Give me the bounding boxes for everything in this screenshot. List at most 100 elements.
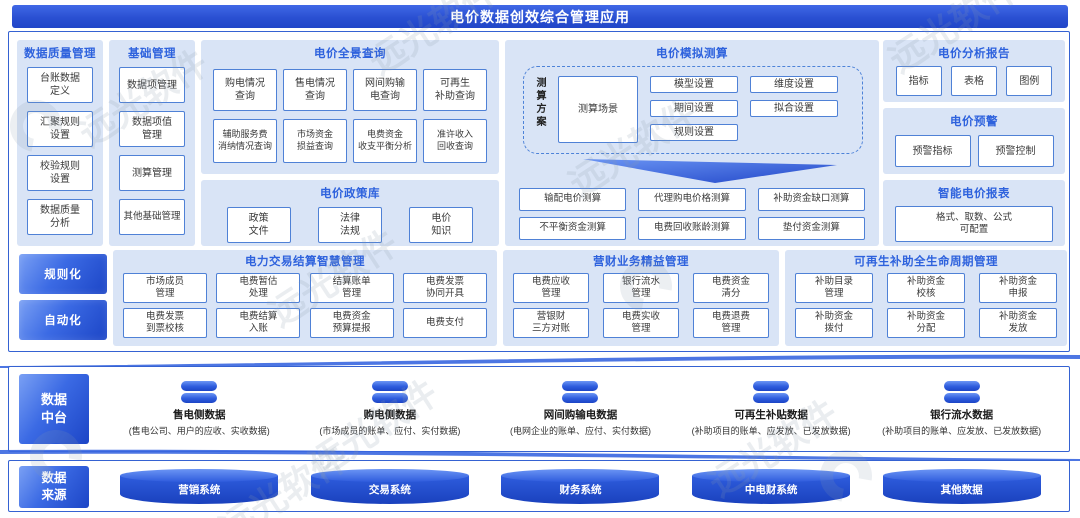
panorama-query-row-2: 辅助服务费 消纳情况查询 市场资金 损益查询 电费资金 收支平衡分析 准许收入 … [201,119,499,163]
panorama-query-item: 辅助服务费 消纳情况查询 [213,119,277,163]
database-icon [562,381,599,403]
down-arrow-icon [583,159,837,183]
finance-lean-item: 电费实收 管理 [603,308,679,338]
trade-settlement-item: 电费结算 入账 [216,308,301,338]
policy-library-item: 法律 法规 [317,207,382,243]
tag-automated: 自动化 [19,300,107,340]
base-management-items: 数据项管理 数据项值 管理 测算管理 其他基础管理 [109,61,195,235]
analysis-report-item: 指标 [895,66,942,96]
finance-lean-item: 营银财 三方对账 [513,308,589,338]
panel-analysis-report: 电价分析报告 指标 表格 图例 [883,40,1065,102]
database-icon [943,381,980,403]
panel-finance-lean: 营财业务精益管理 电费应收 管理 银行流水 管理 电费资金 清分 营银财 三方对… [503,250,779,346]
panorama-query-item: 准许收入 回收查询 [423,119,487,163]
renewable-item: 补助资金 拨付 [795,308,873,338]
data-store: 银行流水数据 (补助项目的账单、应发放、已发放数据) [866,367,1057,451]
panel-smart-report-title: 智能电价报表 [938,188,1010,200]
cylinder-icon: 营销系统 [120,469,279,504]
trade-settlement-item: 电费发票 到票校核 [123,308,207,338]
panorama-query-item: 可再生 补助查询 [423,69,487,111]
renewable-item: 补助目录 管理 [795,273,873,303]
panel-renewable-lifecycle: 可再生补助全生命周期管理 补助目录 管理 补助资金 校核 补助资金 申报 补助资… [785,250,1067,346]
panel-policy-library: 电价政策库 政策 文件 法律 法规 电价 知识 [201,180,499,246]
panel-data-quality-title: 数据质量管理 [24,48,96,60]
trade-settlement-item: 电费暂估 处理 [216,273,301,303]
trade-settlement-row-1: 市场成员 管理 电费暂估 处理 结算账单 管理 电费发票 协同开具 [113,273,497,303]
trade-settlement-item: 电费发票 协同开具 [402,273,487,303]
panorama-query-item: 购电情况 查询 [213,69,277,111]
panel-price-warning: 电价预警 预警指标 预警控制 [883,108,1065,174]
smart-report-items: 格式、取数、公式 可配置 [883,206,1065,242]
data-quality-item: 台账数据 定义 [27,67,93,103]
data-store-name: 售电侧数据 [173,409,226,421]
data-store: 网间购输电数据 (电网企业的账单、应付、实付数据) [485,367,676,451]
simulation-calc: 垫付资金测算 [757,217,865,240]
cylinder-icon: 中电财系统 [692,469,851,504]
panel-trade-settlement-title: 电力交易结算智慧管理 [245,256,365,268]
data-platform-label: 数据 中台 [19,374,89,444]
data-store-desc: (补助项目的账单、应发放、已发放数据) [882,426,1042,436]
data-store-desc: (市场成员的账单、应付、实付数据) [319,426,461,436]
policy-library-items: 政策 文件 法律 法规 电价 知识 [201,207,499,243]
trade-settlement-item: 电费资金 预算提报 [309,308,394,338]
renewable-row-1: 补助目录 管理 补助资金 校核 补助资金 申报 [785,273,1067,303]
data-store: 购电侧数据 (市场成员的账单、应付、实付数据) [295,367,486,451]
simulation-scheme-label: 测算方案 [534,77,545,129]
data-platform-stores: 售电侧数据 (售电公司、用户的应收、实收数据) 购电侧数据 (市场成员的账单、应… [104,367,1057,451]
data-store-name: 购电侧数据 [363,409,417,421]
panorama-query-item: 市场资金 损益查询 [283,119,347,163]
data-store-desc: (补助项目的账单、应发放、已发放数据) [691,426,851,436]
analysis-report-item: 表格 [950,66,997,96]
smart-report-item: 格式、取数、公式 可配置 [895,206,1053,242]
main-architecture-panel: 数据质量管理 台账数据 定义 汇聚规则 设置 校验规则 设置 数据质量 分析 基… [8,31,1070,352]
panel-data-quality: 数据质量管理 台账数据 定义 汇聚规则 设置 校验规则 设置 数据质量 分析 [17,40,103,246]
source-system-name: 其他数据 [940,484,983,496]
panel-price-warning-title: 电价预警 [950,116,998,128]
panorama-query-row-1: 购电情况 查询 售电情况 查询 网间购输 电查询 可再生 补助查询 [201,69,499,111]
panel-renewable-lifecycle-title: 可再生补助全生命周期管理 [854,256,998,268]
price-warning-items: 预警指标 预警控制 [883,135,1065,167]
trade-settlement-item: 市场成员 管理 [123,273,207,303]
simulation-setting: 维度设置 [750,76,838,93]
policy-library-item: 政策 文件 [226,207,291,243]
simulation-calc: 输配电价测算 [519,188,627,211]
simulation-settings: 模型设置 维度设置 期间设置 拟合设置 规则设置 [650,76,852,141]
data-sources-label: 数据 来源 [19,466,89,508]
price-warning-item: 预警指标 [894,135,971,167]
simulation-scheme-group: 测算方案 测算场景 模型设置 维度设置 期间设置 拟合设置 规则设置 [523,66,863,154]
trade-settlement-item: 电费支付 [402,308,487,338]
finance-lean-item: 电费资金 清分 [693,273,769,303]
source-system-name: 营销系统 [178,484,221,496]
finance-lean-row-1: 电费应收 管理 银行流水 管理 电费资金 清分 [503,273,779,303]
analysis-report-items: 指标 表格 图例 [883,66,1065,96]
simulation-calc: 不平衡资金测算 [519,217,627,240]
database-icon [753,381,790,403]
database-icon [181,381,218,403]
data-quality-items: 台账数据 定义 汇聚规则 设置 校验规则 设置 数据质量 分析 [17,61,103,235]
data-store-desc: (售电公司、用户的应收、实收数据) [128,426,270,436]
renewable-item: 补助资金 分配 [887,308,965,338]
app-title: 电价数据创效综合管理应用 [450,8,630,25]
simulation-scene-box: 测算场景 [558,76,638,143]
panorama-query-item: 电费资金 收支平衡分析 [353,119,417,163]
price-warning-item: 预警控制 [977,135,1054,167]
app-title-bar: 电价数据创效综合管理应用 [12,5,1068,28]
finance-lean-item: 电费应收 管理 [513,273,589,303]
data-store-name: 可再生补贴数据 [734,409,808,421]
data-store-desc: (电网企业的账单、应付、实付数据) [509,426,651,436]
policy-library-item: 电价 知识 [409,207,474,243]
data-store-name: 银行流水数据 [930,409,994,421]
panorama-query-item: 网间购输 电查询 [353,69,417,111]
renewable-item: 补助资金 申报 [979,273,1057,303]
data-quality-item: 汇聚规则 设置 [27,111,93,147]
simulation-setting: 规则设置 [650,124,738,141]
panel-analysis-report-title: 电价分析报告 [938,48,1010,60]
trade-settlement-row-2: 电费发票 到票校核 电费结算 入账 电费资金 预算提报 电费支付 [113,308,497,338]
data-store: 可再生补贴数据 (补助项目的账单、应发放、已发放数据) [676,367,867,451]
finance-lean-item: 银行流水 管理 [603,273,679,303]
data-store: 售电侧数据 (售电公司、用户的应收、实收数据) [104,367,295,451]
simulation-calc: 补助资金缺口测算 [757,188,865,211]
band-data-platform: 数据 中台 售电侧数据 (售电公司、用户的应收、实收数据) 购电侧数据 (市场成… [8,366,1070,452]
base-management-item: 数据项值 管理 [119,111,185,147]
source-system-name: 中电财系统 [744,484,798,496]
